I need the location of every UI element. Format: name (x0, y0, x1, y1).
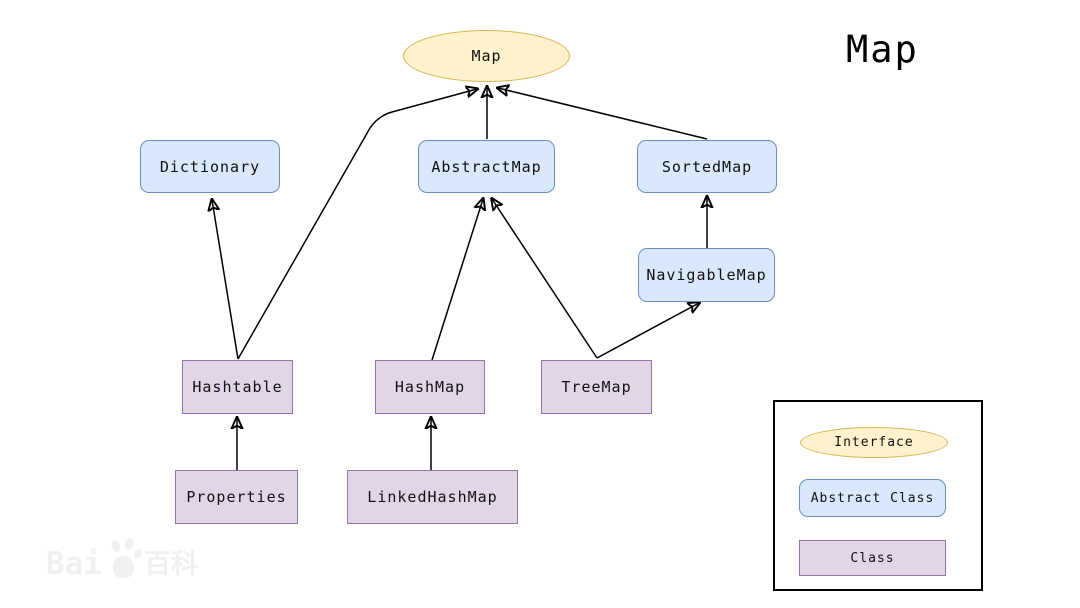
node-label: SortedMap (661, 157, 753, 176)
node-navigablemap: NavigableMap (638, 248, 775, 302)
paw-icon (103, 538, 143, 586)
node-dictionary: Dictionary (140, 140, 280, 193)
node-label: NavigableMap (646, 266, 767, 284)
node-label: AbstractMap (431, 157, 542, 176)
edge-hashmap-to-abstractmap (431, 199, 483, 361)
node-sortedmap: SortedMap (637, 140, 777, 193)
node-abstractmap: AbstractMap (418, 140, 555, 193)
node-label: TreeMap (561, 378, 632, 396)
node-map-interface: Map (403, 30, 570, 82)
edge-sortedmap-to-map (498, 88, 708, 140)
node-label: LinkedHashMap (367, 488, 498, 506)
legend-class-label: Class (850, 550, 895, 566)
edge-hashtable-to-dictionary (212, 200, 239, 360)
legend-box: Interface Abstract Class Class (773, 400, 983, 591)
legend-interface-label: Interface (834, 435, 914, 450)
node-hashtable: Hashtable (182, 360, 293, 414)
baidu-baike-watermark: Bai 百科 (46, 532, 198, 580)
legend-class-swatch: Class (799, 540, 946, 576)
node-label: Map (471, 47, 502, 65)
node-label: Properties (186, 488, 287, 506)
node-label: Dictionary (159, 157, 261, 176)
watermark-text-right: 百科 (144, 549, 198, 581)
node-label: HashMap (394, 378, 466, 396)
edge-treemap-to-navigablemap (596, 303, 699, 359)
edge-hashtable-to-map (237, 89, 477, 360)
page-title: Map (846, 28, 919, 71)
edge-treemap-to-abstractmap (492, 199, 598, 359)
legend-abstract-class-label: Abstract Class (810, 490, 935, 506)
watermark-text-left: Bai (46, 546, 102, 582)
legend-interface-swatch: Interface (800, 427, 948, 458)
node-properties: Properties (175, 470, 298, 524)
node-linkedhashmap: LinkedHashMap (347, 470, 518, 524)
node-label: Hashtable (192, 378, 283, 396)
node-treemap: TreeMap (541, 360, 652, 414)
node-hashmap: HashMap (375, 360, 485, 414)
legend-abstract-class-swatch: Abstract Class (799, 479, 946, 517)
